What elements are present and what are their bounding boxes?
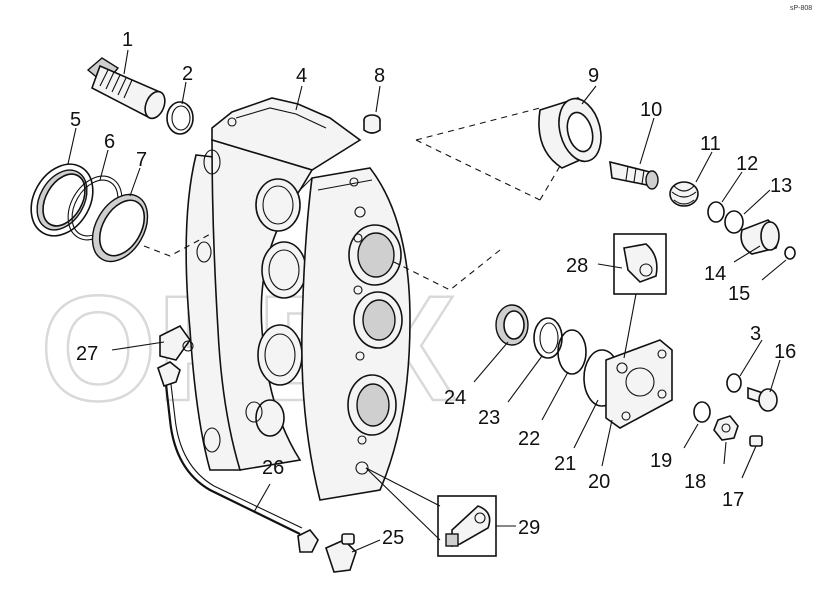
callout-23: 23 [478, 407, 500, 429]
detail-29-box [365, 467, 516, 557]
callout-20: 20 [588, 471, 610, 493]
callout-6: 6 [104, 131, 115, 153]
part-5-seal [30, 163, 94, 237]
part-12-o-ring [707, 201, 725, 223]
corner-code: sP-808 [790, 5, 812, 12]
callout-28: 28 [566, 255, 588, 277]
callout-11: 11 [700, 133, 721, 155]
part-26-brake-pipe [157, 361, 319, 553]
part-19-washer [693, 401, 711, 423]
part-24-boot [495, 304, 529, 346]
callout-19: 19 [650, 450, 672, 472]
callout-13: 13 [770, 175, 792, 197]
part-13-seal [724, 210, 744, 234]
callout-16: 16 [774, 341, 796, 363]
callout-24: 24 [444, 387, 466, 409]
callout-5: 5 [70, 109, 81, 131]
part-20-cover-plate [605, 339, 673, 429]
callout-8: 8 [374, 65, 385, 87]
detail-28-box [597, 233, 667, 359]
part-3-washer [726, 373, 742, 393]
part-4-caliper-housing [185, 97, 411, 501]
part-15-ring [784, 246, 796, 260]
part-7-seal [91, 193, 149, 263]
callout-27: 27 [76, 343, 98, 365]
part-10-adjuster [609, 160, 659, 190]
callout-7: 7 [136, 149, 147, 171]
leader-lines [67, 49, 787, 553]
callout-17: 17 [722, 489, 744, 511]
part-14-cap [740, 219, 780, 255]
callout-26: 26 [262, 457, 284, 479]
assembly-dashed-lines [143, 107, 561, 291]
callout-15: 15 [728, 283, 750, 305]
callout-18: 18 [684, 471, 706, 493]
callout-9: 9 [588, 65, 599, 87]
callout-4: 4 [296, 65, 307, 87]
callout-12: 12 [736, 153, 758, 175]
callout-1: 1 [122, 29, 133, 51]
callout-10: 10 [640, 99, 662, 121]
part-8-plug [363, 114, 381, 134]
callout-22: 22 [518, 428, 540, 450]
part-16-bolt [747, 386, 778, 412]
callout-21: 21 [554, 453, 576, 475]
callout-14: 14 [704, 263, 726, 285]
part-11-spring [669, 181, 699, 207]
part-17-nipple [749, 435, 763, 447]
callout-29: 29 [518, 517, 540, 539]
callout-3: 3 [750, 323, 761, 345]
part-18-nut [713, 415, 739, 441]
part-27-elbow [159, 324, 194, 361]
part-9-piston [538, 97, 602, 169]
callout-2: 2 [182, 63, 193, 85]
part-25-elbow [325, 533, 357, 573]
callout-25: 25 [382, 527, 404, 549]
part-2-ring [166, 101, 194, 135]
part-22-snap-ring [557, 329, 587, 375]
part-1-threaded-pin [86, 57, 166, 120]
